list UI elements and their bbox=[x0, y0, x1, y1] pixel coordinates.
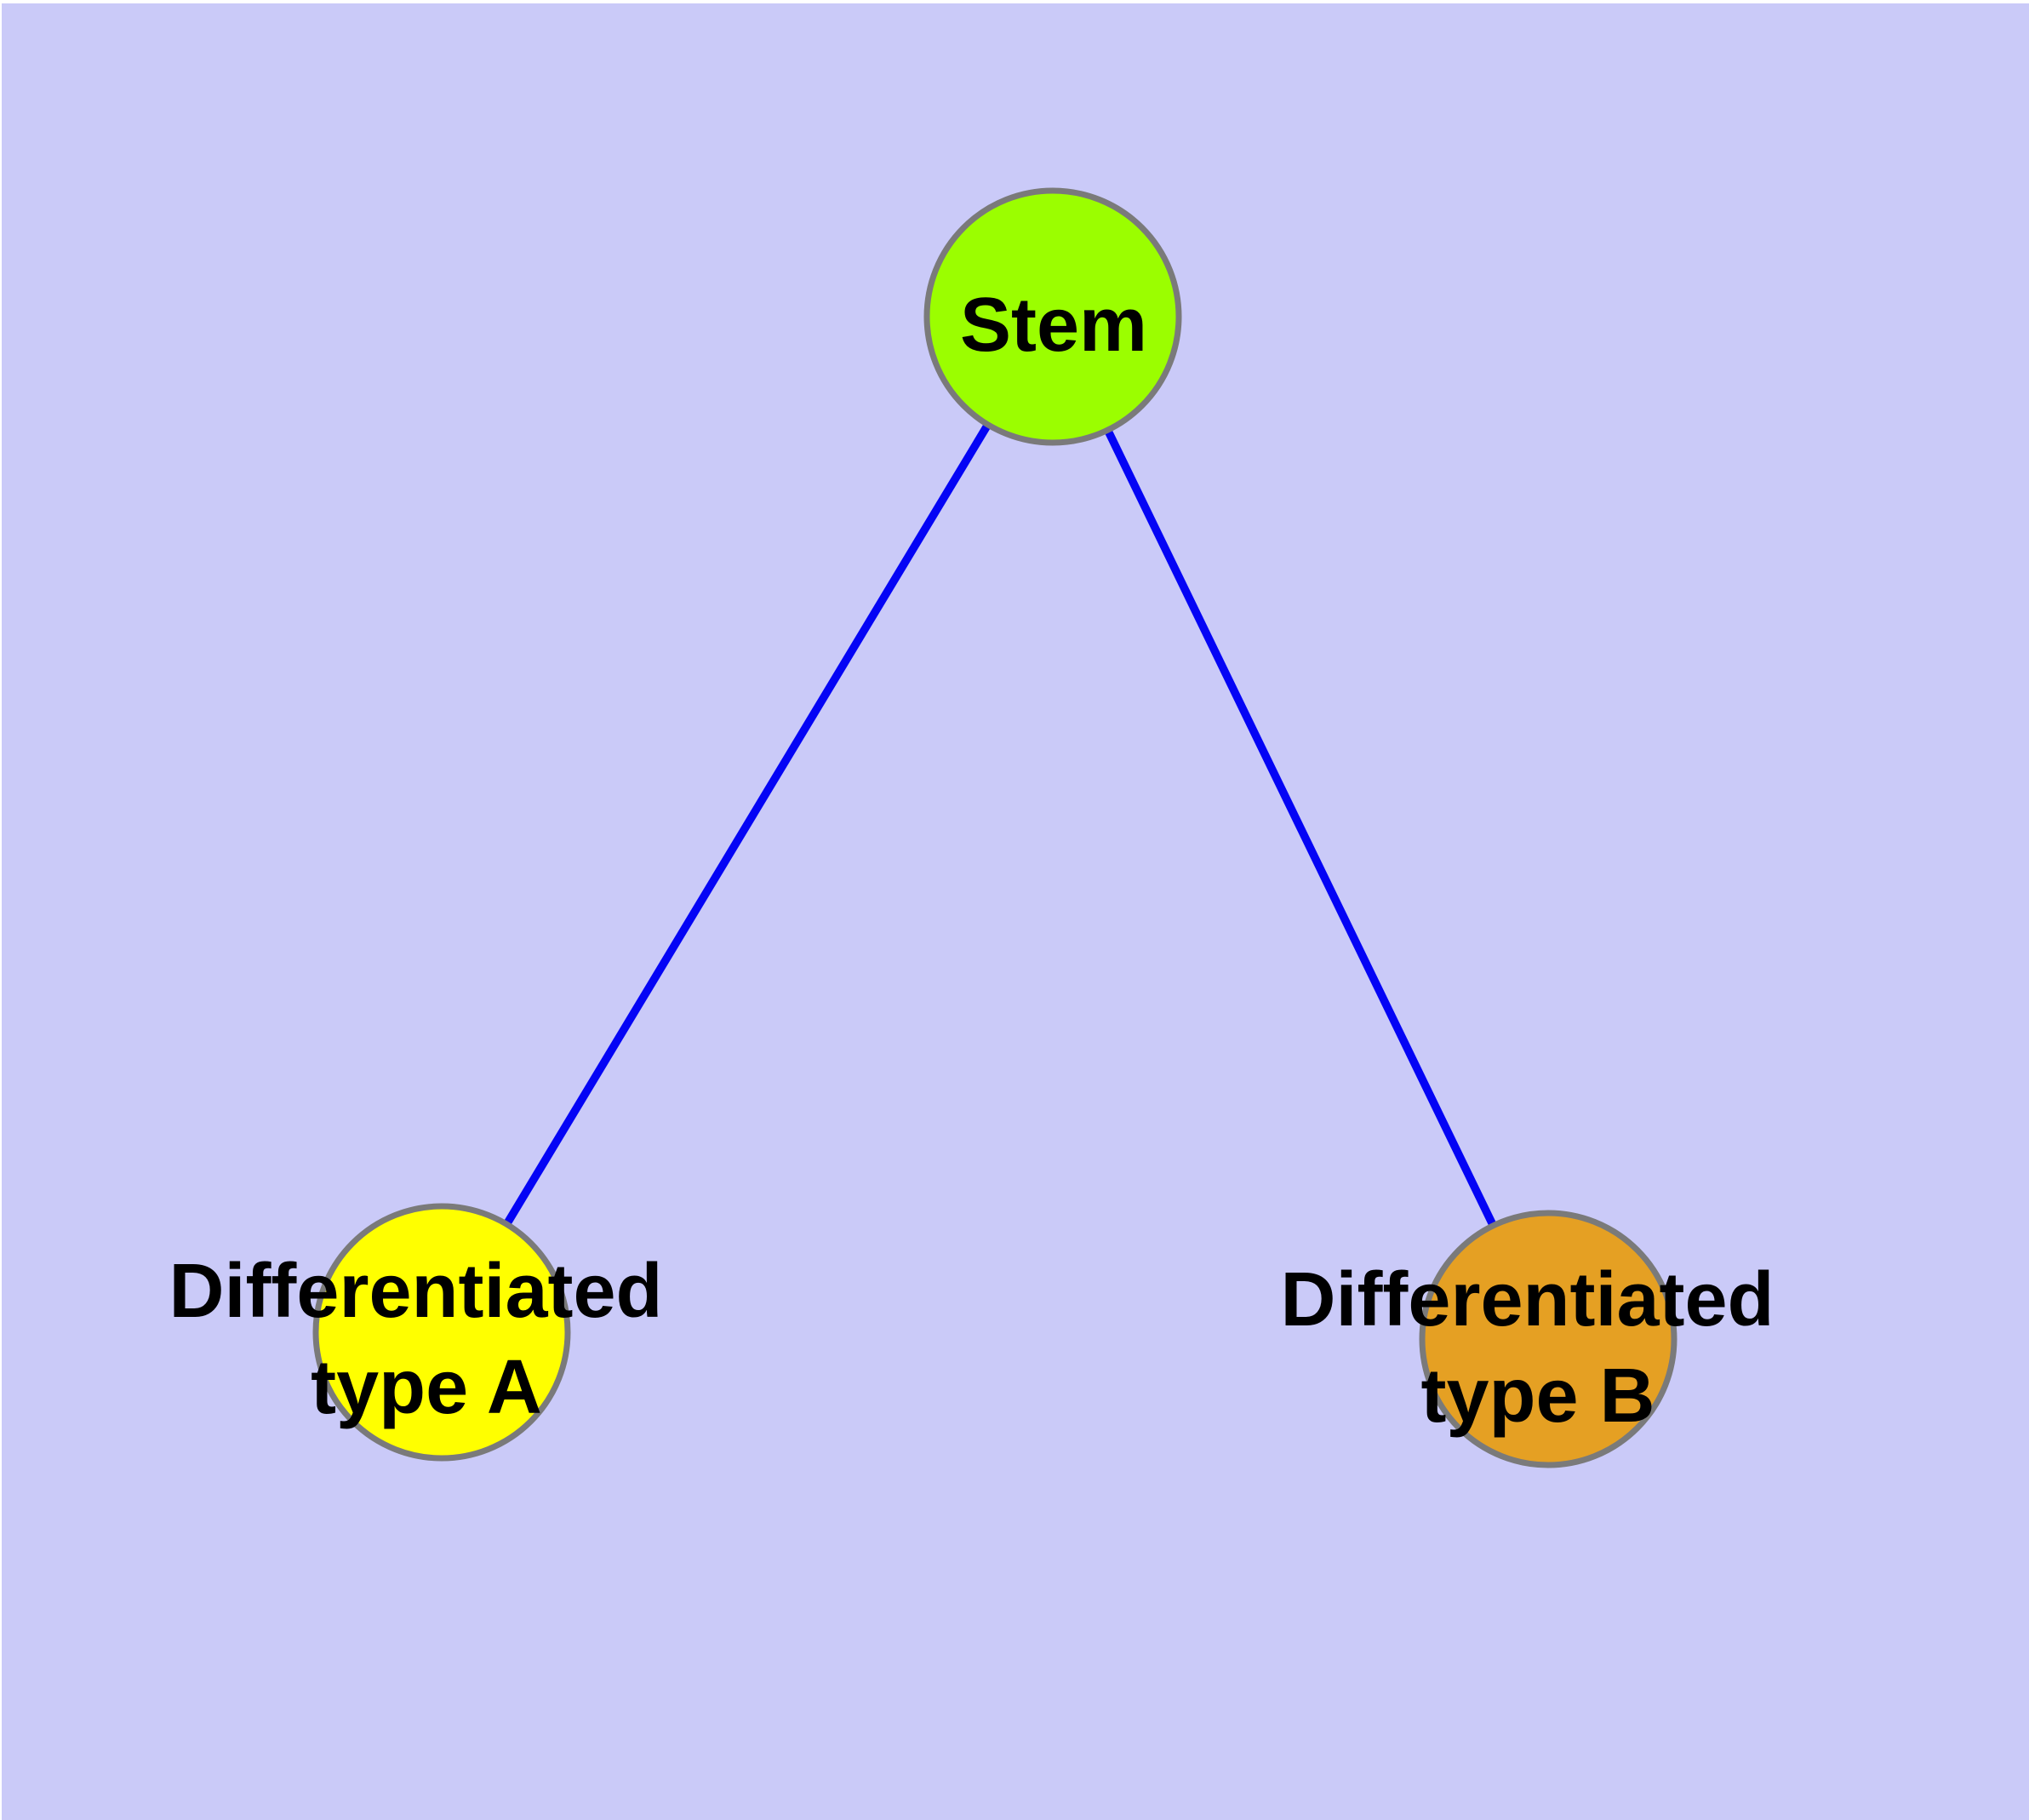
label-line: type B bbox=[1420, 1354, 1655, 1439]
label-line: type A bbox=[311, 1345, 542, 1430]
node-type-a-label: Differentiated type A bbox=[169, 1249, 683, 1430]
edge-stem-to-type-b bbox=[1049, 314, 1552, 1342]
node-type-b-label: Differentiated type B bbox=[1280, 1257, 1795, 1439]
label-line: Differentiated bbox=[1280, 1257, 1774, 1342]
node-stem-circle bbox=[923, 187, 1182, 446]
label-line: Differentiated bbox=[169, 1249, 662, 1334]
edge-stem-to-type-a bbox=[437, 314, 1057, 1335]
node-stem-label: Stem bbox=[960, 283, 1147, 368]
node-type-a-circle bbox=[312, 1203, 571, 1462]
node-type-b-circle bbox=[1419, 1210, 1677, 1468]
